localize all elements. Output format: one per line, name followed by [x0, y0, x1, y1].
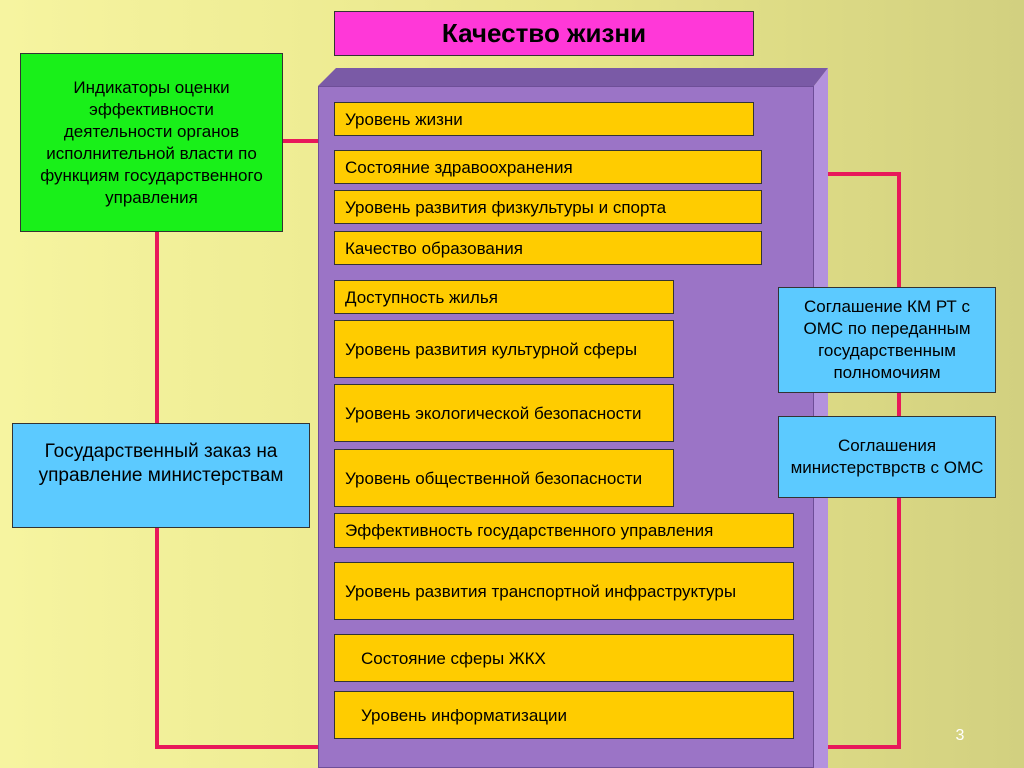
item-ecology: Уровень экологической безопасности	[334, 384, 674, 442]
agreement-box-1: Соглашение КМ РТ с ОМС по переданным гос…	[778, 287, 996, 393]
item-living-standard: Уровень жизни	[334, 102, 754, 136]
indicators-box: Индикаторы оценки эффективности деятельн…	[20, 53, 283, 232]
item-transport: Уровень развития транспортной инфраструк…	[334, 562, 794, 620]
item-housing: Доступность жилья	[334, 280, 674, 314]
item-informatization: Уровень информатизации	[334, 691, 794, 739]
item-sports: Уровень развития физкультуры и спорта	[334, 190, 762, 224]
item-culture: Уровень развития культурной сферы	[334, 320, 674, 378]
item-governance: Эффективность государственного управлени…	[334, 513, 794, 548]
page-title: Качество жизни	[334, 11, 754, 56]
item-education: Качество образования	[334, 231, 762, 265]
item-housing-utilities: Состояние сферы ЖКХ	[334, 634, 794, 682]
connector-right-top	[826, 172, 901, 176]
agreement-box-2: Соглашения министерствpств с ОМС	[778, 416, 996, 498]
panel-top-face	[318, 68, 828, 86]
item-healthcare: Состояние здравоохранения	[334, 150, 762, 184]
page-number: 3	[955, 727, 965, 744]
gov-order-box: Государственный заказ на управление мини…	[12, 423, 310, 528]
connector-indicators-to-panel	[283, 139, 319, 143]
item-public-safety: Уровень общественной безопасности	[334, 449, 674, 507]
